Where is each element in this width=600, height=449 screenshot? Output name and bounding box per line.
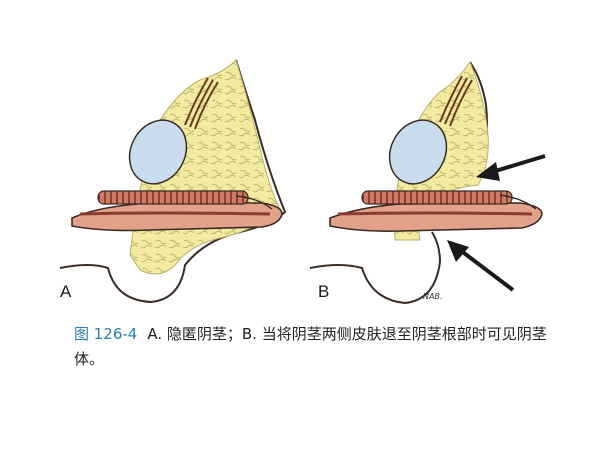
panel-b-corpus-cavernosum xyxy=(361,190,513,205)
panel-b-drawing xyxy=(309,60,546,305)
panel-b-upper-arrow xyxy=(476,154,546,181)
panel-b-testis xyxy=(388,119,448,185)
panel-b-spermatic-cord xyxy=(439,75,473,127)
panel-a-spermatic-cord xyxy=(184,77,219,130)
panel-a-label: A xyxy=(60,282,72,301)
panel-b-label: B xyxy=(318,282,330,301)
panel-b-urethra xyxy=(337,211,533,216)
caption-text: A. 隐匿阴茎；B. 当将阴茎两侧皮肤退至阴茎根部时可见阴茎体。 xyxy=(74,325,547,368)
panel-b-lower-arrow xyxy=(447,240,515,292)
panel-a-penile-shaft xyxy=(71,202,283,232)
panel-a-drawing xyxy=(59,59,287,304)
figure-number: 图 126-4 xyxy=(74,325,138,343)
panel-a-corpus-cavernosum xyxy=(97,190,249,205)
panel-a-testis xyxy=(128,119,188,185)
panel-a-urethra xyxy=(79,211,271,216)
artist-signature: NAB. xyxy=(423,292,443,301)
panel-b-penile-shaft xyxy=(329,202,543,232)
panel-b-skin-outline xyxy=(309,231,442,305)
panel-a-skin-outline xyxy=(59,59,287,304)
